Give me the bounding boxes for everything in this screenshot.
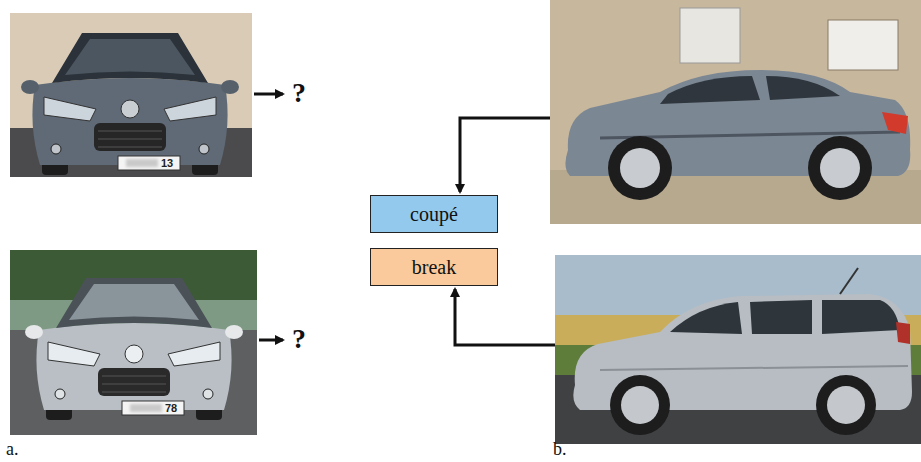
car-front-photo bbox=[10, 13, 252, 177]
leader-arrow bbox=[460, 118, 550, 192]
plate-number: 13 bbox=[161, 156, 173, 170]
photo-sky bbox=[10, 250, 257, 435]
photo-wall bbox=[10, 13, 252, 177]
car-front-photo bbox=[10, 250, 257, 435]
box-label: coupé bbox=[410, 203, 458, 226]
car-side-photo bbox=[550, 0, 921, 224]
car-side-photo bbox=[555, 255, 921, 444]
panel-letter: b. bbox=[553, 438, 567, 460]
photo-wall bbox=[550, 0, 921, 224]
question-mark: ? bbox=[292, 76, 306, 110]
car-side-coupe bbox=[565, 70, 910, 200]
question-mark: ? bbox=[292, 322, 306, 356]
photo-sky bbox=[555, 255, 921, 444]
photo-window bbox=[828, 20, 898, 70]
category-box: coupé bbox=[370, 195, 498, 233]
category-box: break bbox=[370, 248, 498, 286]
car-front bbox=[21, 33, 239, 175]
panel-letter: a. bbox=[6, 438, 19, 460]
car-side-break bbox=[573, 268, 912, 435]
photo-shutter bbox=[680, 8, 740, 63]
plate-number: 78 bbox=[165, 401, 177, 415]
car-front bbox=[25, 278, 243, 420]
box-label: break bbox=[412, 256, 456, 279]
leader-arrow bbox=[259, 339, 283, 342]
leader-arrow bbox=[455, 289, 555, 345]
leader-arrow bbox=[254, 93, 283, 96]
